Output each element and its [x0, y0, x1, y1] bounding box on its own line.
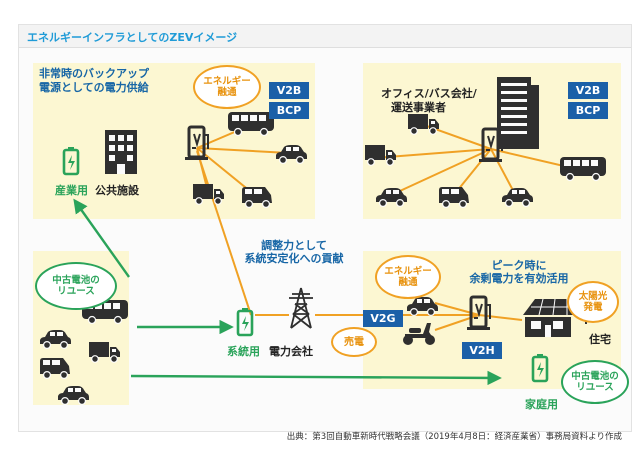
public-facility-label: 公共施設 [95, 184, 139, 197]
title-bar: エネルギーインフラとしてのZEVイメージ [19, 25, 631, 48]
solar-bubble: 太陽光 発電 [567, 281, 619, 323]
house-solar-icon [523, 298, 579, 337]
v2h-badge: V2H [462, 342, 502, 359]
house-label: 住宅 [589, 333, 611, 346]
public-facility-building-icon [105, 130, 137, 174]
grid-label: 系統用 [227, 345, 260, 358]
reuse-arrows [73, 198, 502, 386]
energy-exchange-bubble-home: エネルギー 融通 [375, 255, 441, 299]
reuse-bubble-right: 中古電池の リユース [561, 360, 629, 404]
energy-exchange-bubble-public: エネルギー 融通 [193, 65, 261, 109]
grid-battery-icon [236, 306, 254, 337]
household-label: 家庭用 [525, 398, 558, 411]
diagram-title: エネルギーインフラとしてのZEVイメージ [27, 31, 238, 44]
power-company-label: 電力会社 [269, 345, 313, 358]
peak-heading: ピーク時に 余剰電力を有効活用 [469, 259, 569, 285]
adjustment-heading: 調整力として 系統安定化への貢献 [244, 239, 344, 265]
public-heading: 非常時のバックアップ 電源としての電力供給 [39, 67, 149, 94]
bcp-badge-public: BCP [269, 102, 309, 119]
v2b-badge-public: V2B [269, 82, 309, 99]
bcp-badge-office: BCP [568, 102, 608, 119]
industrial-label: 産業用 [55, 184, 88, 197]
v2g-badge: V2G [363, 310, 403, 327]
sell-power-bubble: 売電 [331, 327, 377, 357]
diagram-frame: エネルギーインフラとしてのZEVイメージ [18, 24, 632, 432]
v2b-badge-office: V2B [568, 82, 608, 99]
source-note: 出典：第3回自動車新時代戦略会議（2019年4月8日：経済産業省）事務局資料より… [286, 432, 622, 442]
scooter-icon [403, 323, 435, 345]
power-tower-icon [289, 287, 313, 329]
office-building-icon [497, 77, 539, 149]
reuse-bubble-left: 中古電池の リユース [35, 262, 117, 310]
office-heading: オフィス/バス会社/ 運送事業者 [381, 87, 477, 114]
